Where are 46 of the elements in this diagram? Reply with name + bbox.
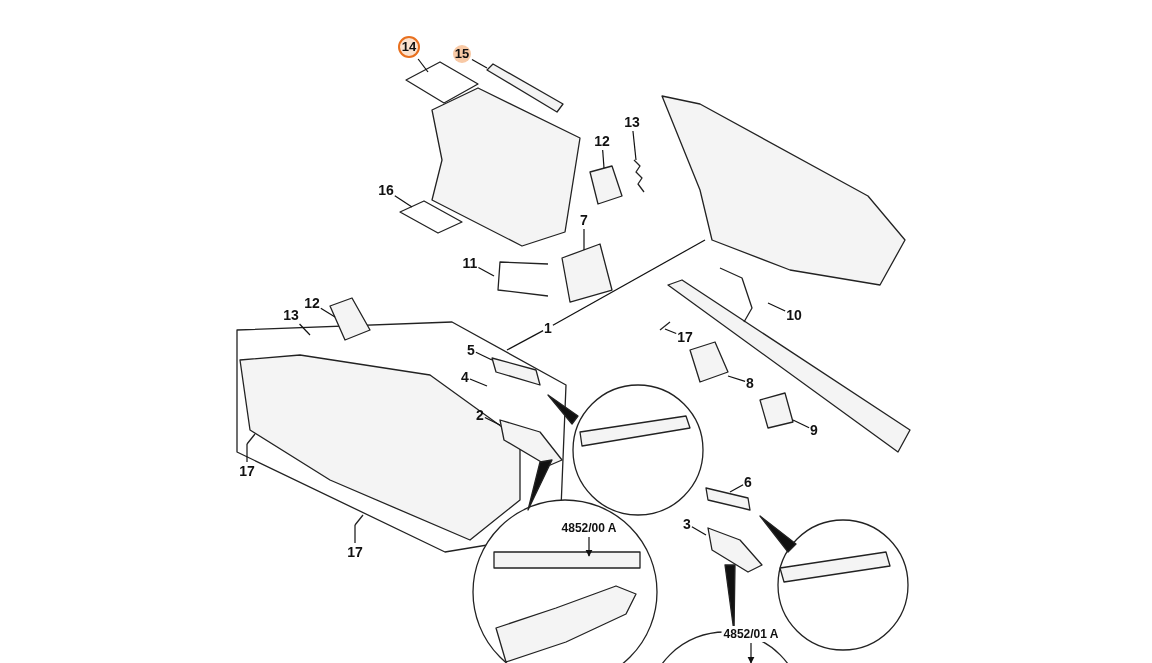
callout-number: 17 <box>347 544 363 560</box>
leader-line <box>484 416 501 426</box>
leader-line <box>320 307 336 318</box>
leader-line <box>354 524 356 544</box>
arrow <box>747 642 755 663</box>
callout-number: 4 <box>461 369 469 385</box>
leader-line <box>552 239 706 326</box>
leader-line <box>792 419 810 429</box>
callout-number: 12 <box>304 295 320 311</box>
leader-line <box>727 375 746 383</box>
callout-number: 13 <box>624 114 640 130</box>
callout-number: 17 <box>677 329 693 345</box>
callout-number: 6 <box>744 474 752 490</box>
callout-number: 12 <box>594 133 610 149</box>
leader-line <box>394 195 413 208</box>
callout-number: 7 <box>580 212 588 228</box>
arrow <box>585 536 593 557</box>
leader-line <box>298 323 311 336</box>
leader-line <box>469 378 488 387</box>
leader-line <box>477 266 495 277</box>
callout-number: 5 <box>467 342 475 358</box>
callout-number: 15 <box>453 45 471 63</box>
leader-line <box>506 330 544 351</box>
leader-line <box>246 443 248 463</box>
callout-number: 14 <box>398 36 420 58</box>
callout-number: 10 <box>786 307 802 323</box>
callout-number: 17 <box>239 463 255 479</box>
leader-line <box>632 130 637 161</box>
leader-line <box>583 228 585 251</box>
leader-line <box>475 351 493 361</box>
part-code-label: 4852/01 A <box>721 626 781 642</box>
callout-number: 9 <box>810 422 818 438</box>
callout-number: 3 <box>683 516 691 532</box>
callout-number: 16 <box>378 182 394 198</box>
leader-line <box>664 328 677 335</box>
callout-number: 13 <box>283 307 299 323</box>
leader-line <box>729 484 744 493</box>
leader-line <box>602 149 605 169</box>
callout-number: 1 <box>544 320 552 336</box>
leader-line <box>691 526 707 536</box>
leader-line <box>471 59 488 69</box>
callout-number: 11 <box>462 255 478 271</box>
callout-number: 8 <box>746 375 754 391</box>
leader-line <box>417 58 429 73</box>
callout-number: 2 <box>476 407 484 423</box>
leader-line <box>767 302 786 312</box>
